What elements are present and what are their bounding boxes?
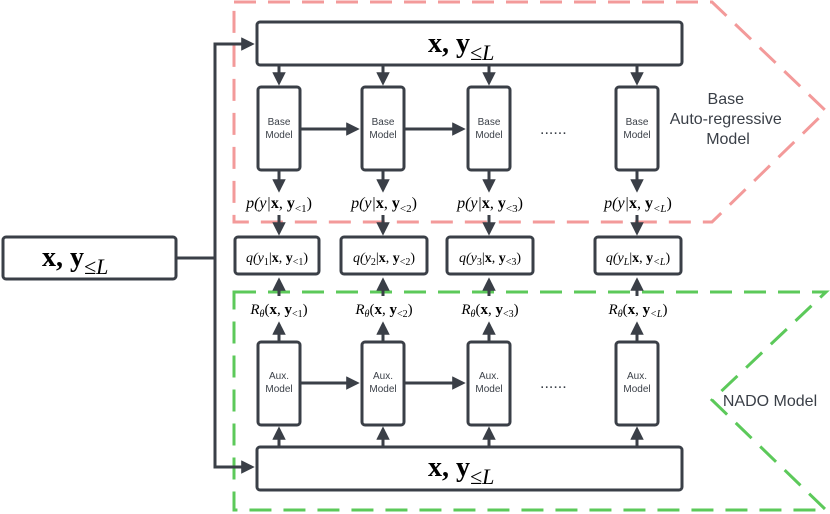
svg-text:p(y|x, y<L): p(y|x, y<L) — [603, 195, 672, 215]
svg-text:q(y2|x, y<2): q(y2|x, y<2) — [353, 251, 415, 268]
svg-text:Aux.Model: Aux.Model — [369, 371, 396, 395]
bottom-input-bar-label: x, y≤L — [428, 452, 494, 489]
svg-text:p(y|x, y<3): p(y|x, y<3) — [456, 195, 523, 215]
svg-text:q(yL|x, y<L): q(yL|x, y<L) — [606, 251, 671, 268]
aux-model-3: Aux.Model — [466, 340, 512, 427]
r-label-1: Rθ(x, y<1) — [249, 302, 307, 320]
r-label-2: Rθ(x, y<2) — [354, 302, 412, 320]
q-box-4: q(yL|x, y<L) — [593, 235, 683, 276]
aux-model-1: Aux.Model — [256, 340, 302, 427]
aux-model-2: Aux.Model — [360, 340, 406, 427]
input-to-top-bar-wire — [176, 37, 255, 260]
top-input-bar — [255, 20, 684, 67]
p-to-q-arrows — [272, 215, 644, 236]
q-box-2: q(y2|x, y<2) — [339, 235, 429, 276]
top-bar-to-base-arrows — [272, 65, 644, 86]
top-input-bar-label: x, y≤L — [428, 28, 494, 65]
aux-ellipsis: ...... — [540, 375, 567, 392]
svg-text:Aux.Model: Aux.Model — [623, 371, 650, 395]
aux-to-r-arrows — [272, 321, 644, 342]
q-box-1: q(y1|x, y<1) — [233, 235, 321, 276]
svg-text:p(y|x, y<2): p(y|x, y<2) — [350, 195, 417, 215]
bottom-bar-to-aux-arrows — [272, 426, 644, 447]
aux-model-4: Aux.Model — [614, 340, 660, 427]
r-label-3: Rθ(x, y<3) — [460, 302, 518, 320]
base-ellipsis: ...... — [540, 121, 567, 138]
svg-text:Aux.Model: Aux.Model — [265, 371, 292, 395]
q-box-3: q(y3|x, y<3) — [445, 235, 535, 276]
svg-text:Aux.Model: Aux.Model — [475, 371, 502, 395]
base-region-outline — [232, 0, 829, 224]
p-label-3: p(y|x, y<3) — [456, 195, 523, 215]
svg-text:Rθ(x, y<3): Rθ(x, y<3) — [460, 302, 518, 320]
aux-model-row: Aux.Model Aux.Model Aux.Model Aux.Model … — [256, 340, 660, 427]
svg-text:q(y1|x, y<1): q(y1|x, y<1) — [246, 251, 308, 268]
nado-region-label: NADO Model — [723, 393, 817, 410]
input-box-label: x, y≤L — [42, 242, 108, 279]
svg-text:Rθ(x, y<2): Rθ(x, y<2) — [354, 302, 412, 320]
input-to-bottom-bar-wire — [213, 258, 255, 474]
r-to-q-arrows — [272, 277, 644, 296]
base-to-p-arrows — [272, 170, 644, 193]
svg-text:Rθ(x, y<L): Rθ(x, y<L) — [608, 302, 668, 320]
p-label-2: p(y|x, y<2) — [350, 195, 417, 215]
svg-text:p(y|x, y<1): p(y|x, y<1) — [245, 195, 312, 215]
nado-region-outline — [232, 290, 830, 512]
p-label-1: p(y|x, y<1) — [245, 195, 312, 215]
bottom-input-bar — [255, 445, 684, 492]
svg-text:Rθ(x, y<1): Rθ(x, y<1) — [249, 302, 307, 320]
svg-text:q(y3|x, y<3): q(y3|x, y<3) — [459, 251, 521, 268]
base-region-label: Base Auto-regressive Model — [670, 91, 787, 148]
p-label-4: p(y|x, y<L) — [603, 195, 672, 215]
r-label-4: Rθ(x, y<L) — [608, 302, 668, 320]
